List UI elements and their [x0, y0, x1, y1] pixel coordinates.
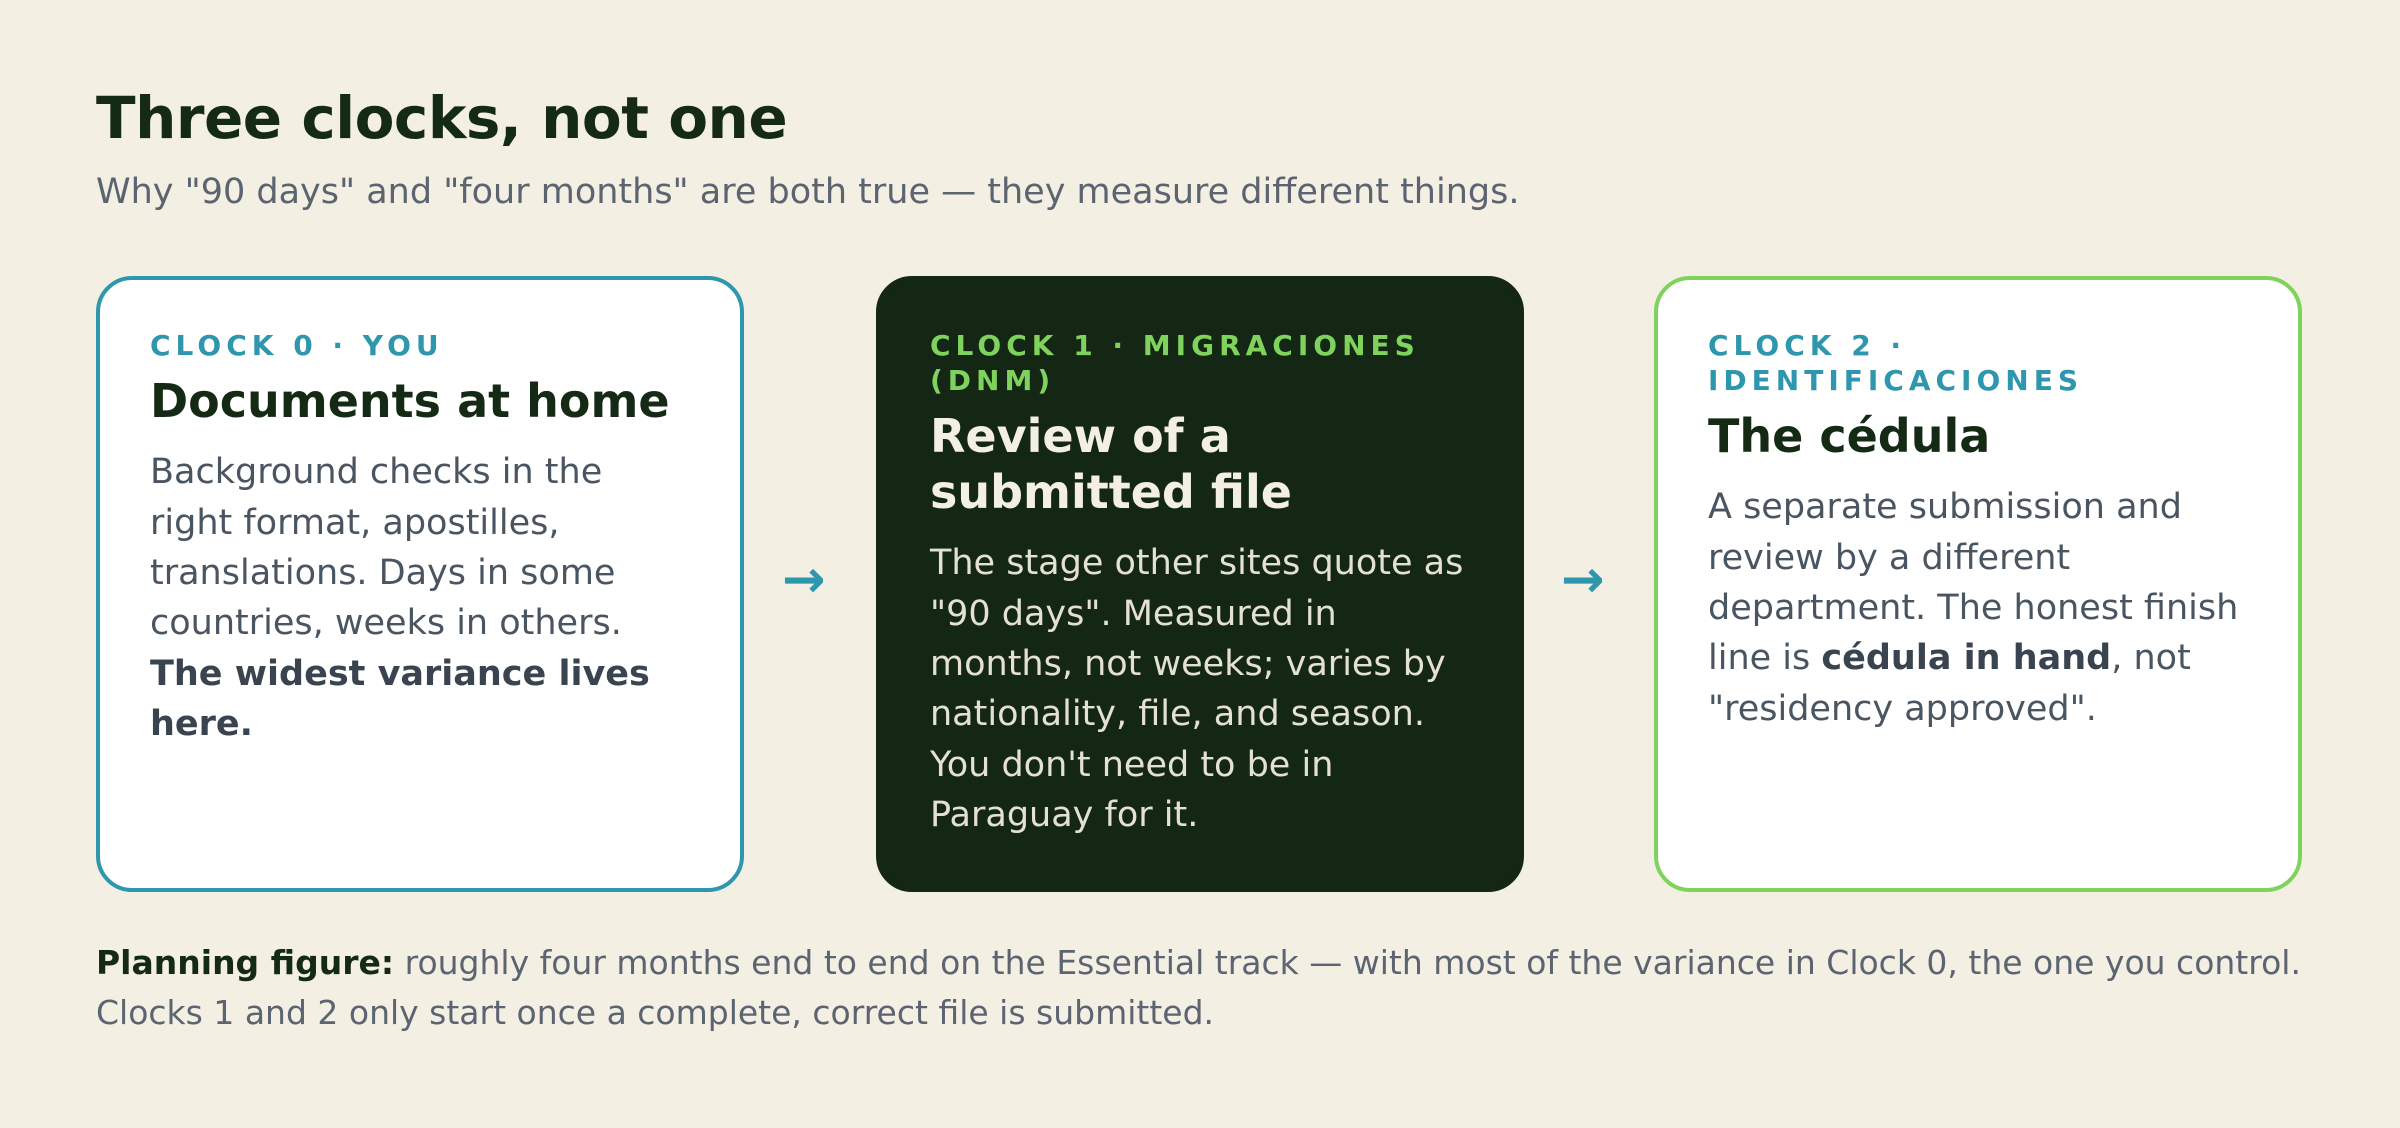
clock-2-body: A separate submission and review by a di…: [1708, 482, 2248, 734]
clock-2-body-emphasis: cédula in hand: [1821, 638, 2112, 679]
clock-1-card: CLOCK 1 · MIGRACIONES (DNM) Review of a …: [876, 276, 1524, 892]
clock-2-title: The cédula: [1708, 409, 1991, 463]
arrow-right-icon: →: [1561, 550, 1605, 610]
clock-1-body: The stage other sites quote as "90 days"…: [930, 543, 1464, 836]
clock-0-body: Background checks in the right format, a…: [150, 447, 690, 749]
page-subtitle: Why "90 days" and "four months" are both…: [96, 172, 1520, 212]
clock-0-title: Documents at home: [150, 374, 670, 428]
clock-0-body-text: Background checks in the right format, a…: [150, 452, 622, 644]
clock-2-body-text: A separate submission and review by a di…: [1708, 487, 2239, 679]
clock-2-card: CLOCK 2 · IDENTIFICACIONES The cédula A …: [1654, 276, 2302, 892]
arrow-right-icon: →: [782, 550, 826, 610]
clock-0-card: CLOCK 0 · YOU Documents at home Backgrou…: [96, 276, 744, 892]
clock-0-eyebrow: CLOCK 0 · YOU: [150, 329, 444, 362]
clock-2-body-tail: , not "residency approved".: [1708, 638, 2191, 729]
footnote-label: Planning figure:: [96, 943, 395, 982]
clock-2-eyebrow: CLOCK 2 · IDENTIFICACIONES: [1708, 329, 2083, 397]
clock-0-body-emphasis: The widest variance lives here.: [150, 653, 650, 745]
planning-footnote: Planning figure: roughly four months end…: [96, 938, 2306, 1037]
footnote-text: roughly four months end to end on the Es…: [96, 943, 2301, 1032]
page-title: Three clocks, not one: [96, 84, 788, 152]
clock-1-title: Review of a submitted file: [930, 409, 1292, 520]
clock-1-eyebrow: CLOCK 1 · MIGRACIONES (DNM): [930, 329, 1420, 397]
